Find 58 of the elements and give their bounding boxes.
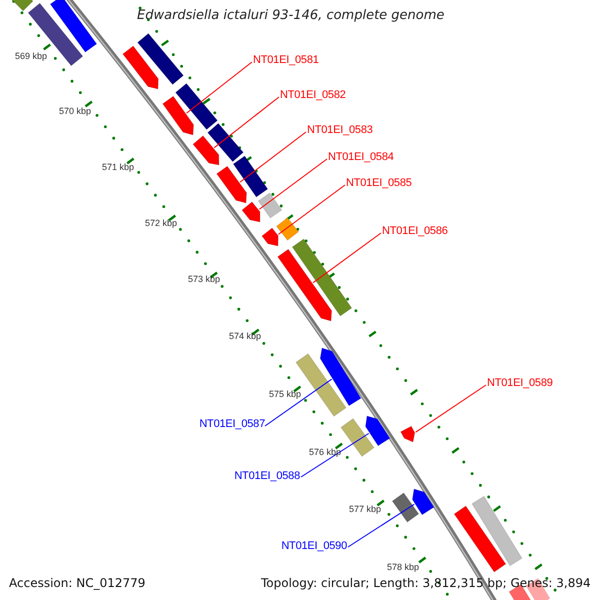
genome-stats-text: Topology: circular; Length: 3,812,315 bp; Genes: 3,894 — [261, 577, 591, 589]
gene-bar — [175, 83, 218, 130]
gene-bar — [320, 348, 362, 406]
gene-bar — [50, 0, 98, 53]
scale-label: 575 kbp — [269, 390, 302, 399]
gene-label: NT01EI_0582 — [280, 90, 346, 101]
scale-label: 571 kbp — [102, 163, 134, 172]
gene-label: NT01EI_0586 — [382, 226, 448, 237]
scale-label: 569 kbp — [15, 52, 48, 61]
gene-bar — [137, 33, 184, 85]
leader-line — [258, 158, 328, 210]
gene-bar — [242, 201, 260, 222]
gene-label: NT01EI_0587 — [199, 419, 265, 430]
scale-label: 570 kbp — [59, 107, 92, 116]
leader-line — [415, 384, 486, 433]
title: Edwardsiella ictaluri 93-146, complete genome — [137, 9, 444, 22]
leader-line — [348, 504, 415, 548]
scale-label: 573 kbp — [188, 275, 220, 284]
gene-label: NT01EI_0581 — [253, 55, 319, 66]
leader-line — [186, 62, 252, 114]
leader-line — [300, 432, 370, 478]
gene-bar — [258, 192, 282, 218]
leader-line — [240, 132, 306, 183]
gene-label: NT01EI_0590 — [281, 541, 347, 552]
gene-bar — [292, 238, 352, 316]
leader-line — [214, 96, 280, 148]
gene-bar — [276, 217, 299, 241]
gene-bar — [261, 228, 278, 246]
gene-bar — [192, 135, 220, 166]
gene-label: NT01EI_0589 — [487, 378, 553, 389]
gene-bar — [392, 492, 420, 523]
gene-label: NT01EI_0588 — [234, 471, 300, 482]
gene-bar — [400, 426, 416, 442]
gene-bar — [232, 156, 268, 198]
gene-bar — [162, 96, 194, 136]
leader-line — [264, 378, 332, 426]
gene-bar — [365, 416, 390, 446]
scale-label: 574 kbp — [229, 332, 262, 341]
gene-label: NT01EI_0585 — [346, 178, 412, 189]
gene-bar — [472, 496, 522, 566]
gene-label: NT01EI_0584 — [328, 152, 394, 163]
gene-bar — [10, 0, 34, 12]
scale-label: 578 kbp — [387, 563, 420, 572]
leader-line — [312, 232, 382, 284]
gene-bar — [454, 506, 506, 572]
gene-bar — [122, 46, 159, 90]
gene-bar — [28, 2, 84, 66]
scale-label: 577 kbp — [349, 505, 382, 514]
accession-text: Accession: NC_012779 — [9, 577, 146, 589]
scale-label: 576 kbp — [309, 448, 342, 457]
gene-bar — [340, 418, 375, 457]
leader-line — [278, 184, 346, 235]
gene-bar — [216, 166, 247, 204]
gene-bar — [207, 122, 244, 162]
scale-label: 572 kbp — [145, 219, 178, 228]
gene-bar — [412, 488, 434, 516]
gene-bar — [277, 248, 332, 322]
gene-label: NT01EI_0583 — [307, 125, 373, 136]
